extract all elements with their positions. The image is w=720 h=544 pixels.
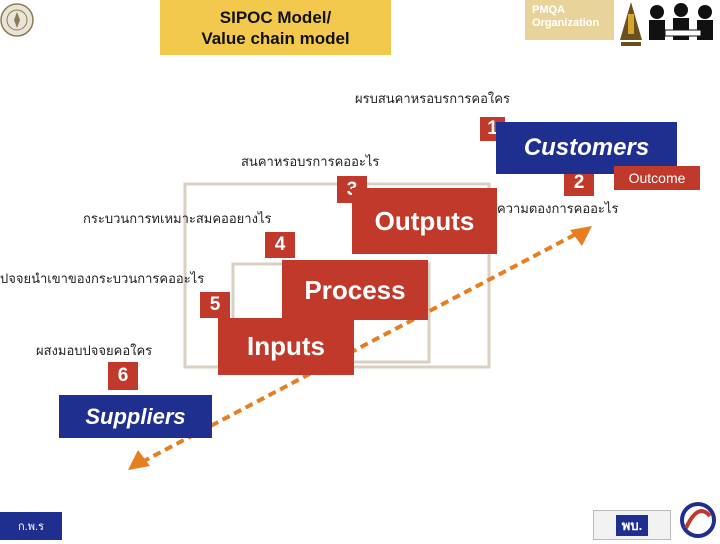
title-line-2: Value chain model — [201, 28, 350, 48]
outcome-box: Outcome — [614, 166, 700, 190]
inputs-box: Inputs — [218, 318, 354, 375]
label-what-input: ปจจยนำเขาของกระบวนการคออะไร — [0, 272, 205, 287]
pmqa-line-1: PMQA — [532, 4, 565, 16]
pmqa-banner: PMQA Organization — [525, 0, 614, 40]
label-how-process: กระบวนการทเหมาะสมคออยางไร — [83, 212, 272, 227]
pb-logo: พบ. — [593, 510, 671, 540]
value-chain-arrow — [141, 231, 579, 464]
title-line-1: SIPOC Model/ — [219, 7, 332, 27]
arrow-head-up — [570, 226, 592, 246]
arrow-head-down — [128, 450, 150, 470]
step-number-4: 4 — [265, 232, 295, 258]
emblem-icon — [616, 0, 646, 50]
step-number-5: 5 — [200, 292, 230, 318]
opdc-logo-text: ก.พ.ร — [18, 521, 44, 533]
pb-logo-text: พบ. — [615, 514, 649, 536]
process-box: Process — [282, 260, 428, 320]
title-box: SIPOC Model/ Value chain model — [160, 0, 391, 55]
label-what-output: สนคาหรอบรการคออะไร — [241, 155, 380, 170]
outputs-box: Outputs — [352, 188, 497, 254]
step-number-6: 6 — [108, 362, 138, 390]
organization-seal-logo — [0, 0, 34, 40]
pmqa-line-2: Organization — [532, 17, 600, 29]
swirl-logo-icon — [676, 498, 720, 540]
opdc-logo: ก.พ.ร — [0, 512, 62, 540]
suppliers-box: Suppliers — [59, 395, 212, 438]
customers-box: Customers — [496, 122, 677, 174]
step-number-2: 2 — [564, 170, 594, 196]
meeting-people-image — [645, 0, 720, 45]
label-who-customer: ผรบสนคาหรอบรการคอใคร — [355, 92, 510, 107]
label-what-need: ความตองการคออะไร — [497, 202, 619, 217]
label-who-supplier: ผสงมอบปจจยคอใคร — [36, 344, 153, 359]
